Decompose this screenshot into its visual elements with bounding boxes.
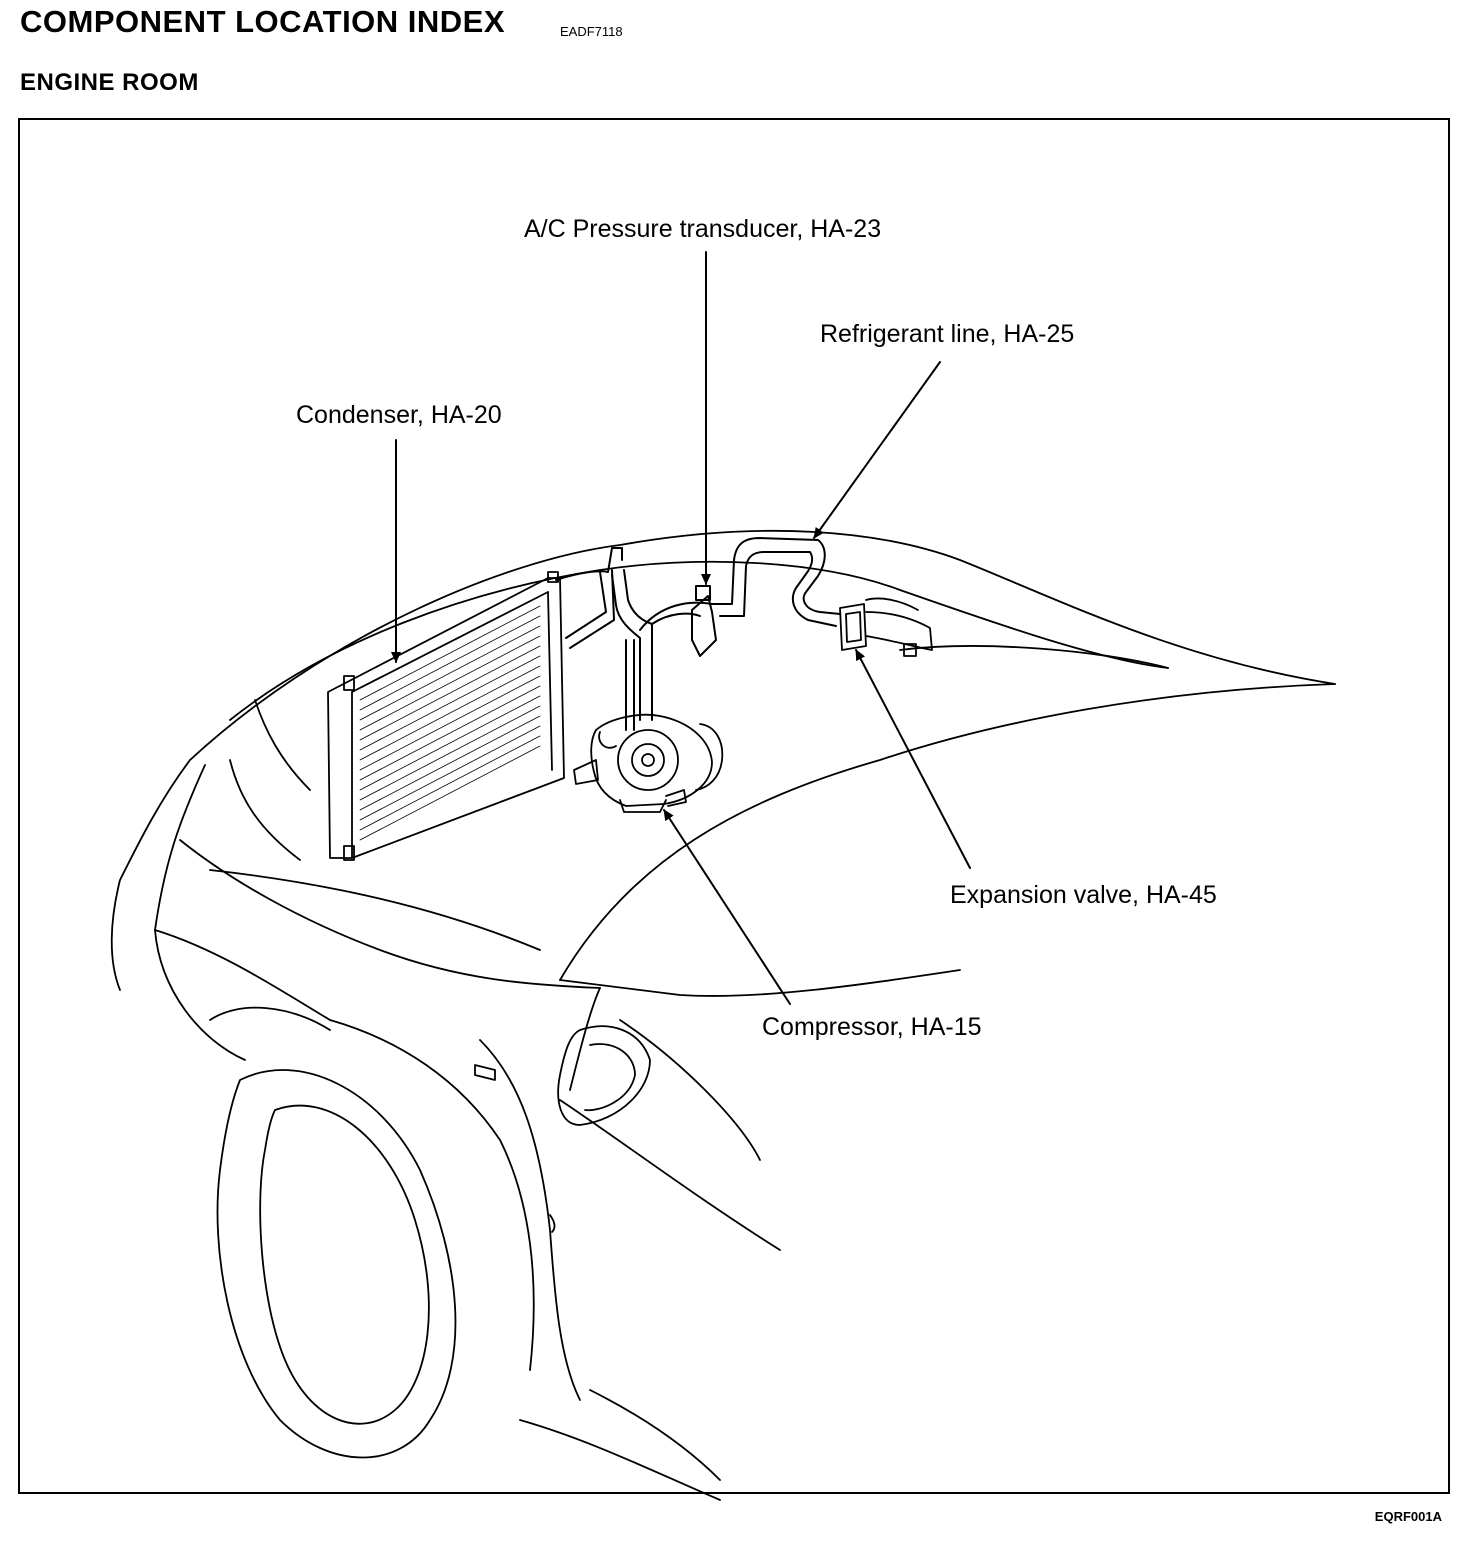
expansion-valve-leader: [855, 649, 971, 869]
condenser-illustration: [327, 571, 565, 861]
figure-code: EQRF001A: [1374, 1509, 1442, 1524]
compressor-illustration: [573, 713, 724, 813]
page-title: COMPONENT LOCATION INDEX: [20, 4, 506, 39]
expansion-valve-illustration: [839, 597, 933, 657]
callout-refrigerant-line: Refrigerant line, HA-25: [820, 320, 1075, 348]
diagram-frame: [18, 118, 1450, 1494]
callout-ac-pressure-transducer: A/C Pressure transducer, HA-23: [524, 215, 882, 243]
refrigerant-lines: [555, 537, 841, 731]
compressor-leader: [663, 809, 791, 1005]
car-body-outline: [110, 529, 1336, 1501]
leader-lines: [391, 251, 971, 1005]
callout-condenser: Condenser, HA-20: [296, 401, 502, 429]
callout-compressor: Compressor, HA-15: [762, 1013, 982, 1041]
section-title: ENGINE ROOM: [20, 69, 199, 96]
refrigerant-line-leader: [813, 361, 941, 539]
document-code: EADF7118: [560, 24, 623, 39]
callout-expansion-valve: Expansion valve, HA-45: [950, 881, 1217, 909]
